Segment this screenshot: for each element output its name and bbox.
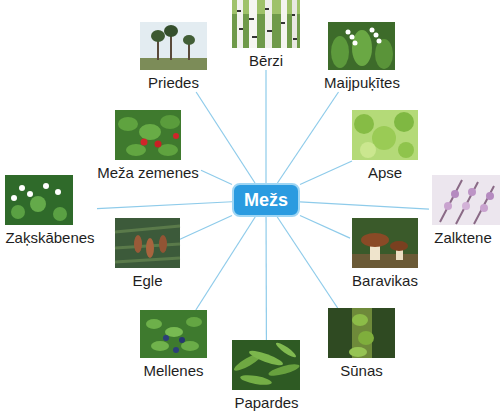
photo-card: Mellenes (140, 310, 207, 380)
spoke-line (201, 170, 232, 184)
photo-caption: Papardes (234, 395, 298, 411)
photo-caption: Sūnas (340, 363, 383, 379)
photo-caption: Zalktene (434, 230, 492, 246)
mushroom-photo (352, 218, 418, 268)
photo-caption: Mellenes (143, 363, 203, 379)
spruce-photo (115, 218, 180, 268)
photo-card: Zalktene (429, 175, 497, 247)
photo-card: Egle (115, 218, 180, 290)
photo-card: Priedes (140, 22, 207, 92)
photo-card: Sūnas (328, 308, 395, 380)
strawberry-photo (115, 110, 181, 160)
blueberry-photo (140, 310, 207, 358)
spoke-line (97, 202, 232, 209)
pine-photo (140, 22, 207, 70)
topic-label: Mežs (244, 189, 288, 211)
photo-card: Papardes (232, 340, 301, 412)
spoke-line (196, 92, 255, 183)
photo-card: Maijpuķītes (322, 22, 402, 92)
photo-caption: Maijpuķītes (324, 75, 400, 91)
photo-caption: Bērzi (249, 53, 283, 69)
birch-photo (232, 0, 300, 48)
photo-card: Baravikas (350, 218, 420, 290)
fern-photo (232, 340, 300, 390)
photo-caption: Meža zemenes (97, 165, 199, 181)
lily-photo (328, 22, 395, 70)
daphne-photo (432, 175, 500, 225)
moss-photo (328, 308, 395, 358)
photo-card: Zaķskābenes (3, 175, 97, 247)
photo-card: Bērzi (232, 0, 300, 70)
woodsorrel-photo (5, 175, 73, 225)
photo-caption: Zaķskābenes (5, 230, 94, 246)
spoke-line (300, 161, 352, 185)
spoke-line (300, 215, 350, 238)
topic-box: Mežs (232, 183, 300, 217)
photo-caption: Baravikas (352, 273, 418, 289)
photo-caption: Apse (368, 165, 402, 181)
spoke-line (277, 217, 337, 308)
spoke-line (196, 217, 255, 310)
spoke-line (265, 70, 266, 183)
spoke-line (277, 92, 338, 183)
photo-card: Meža zemenes (95, 110, 201, 182)
photo-card: Apse (352, 110, 418, 182)
spoke-line (180, 215, 232, 239)
photo-caption: Priedes (148, 75, 199, 91)
spoke-line (265, 217, 267, 340)
aspen-photo (352, 110, 418, 160)
spoke-line (300, 202, 429, 209)
photo-caption: Egle (132, 273, 162, 289)
